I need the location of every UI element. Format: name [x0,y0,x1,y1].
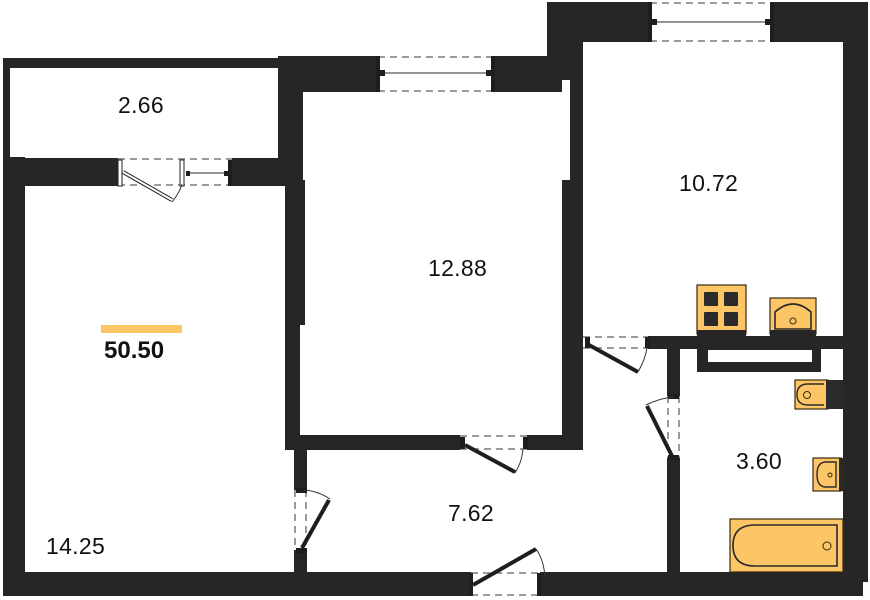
total-area-label: 50.50 [104,337,165,364]
room-fills [10,42,843,572]
room-area-hallway: 7.62 [448,500,494,526]
living-room-floor [25,186,285,572]
hallway-floor [307,450,667,572]
counter-ledge-gap [708,350,812,362]
wall-hall-bath-lower [667,458,680,580]
balcony-floor [10,68,278,157]
bathroom-door [645,394,680,460]
window-bedroom [376,56,495,92]
toilet-icon [794,379,843,410]
bathtub-icon [729,518,844,573]
stove-icon [696,284,747,336]
wall-right-outer [843,2,868,582]
wall-kitchen-shoulder [547,2,583,92]
living-room-door [294,488,331,553]
wall-living-bedroom-thick [285,180,305,325]
wall-balcony-bottom-left [3,158,118,186]
wall-living-hall-upper [294,450,307,490]
room-area-living-room: 14.25 [46,533,106,559]
wall-living-bedroom-step [285,325,294,435]
room-area-bedroom: 12.88 [428,255,488,281]
wall-bedroom-kitchen-inner [570,80,583,450]
washbasin-icon [812,457,843,492]
balcony-door [117,158,232,203]
wall-bedroom-bottom-left [285,435,460,450]
wall-hall-bath-upper [667,336,680,396]
bedroom-wall-step [562,80,570,180]
total-area-accent-bar [101,325,182,333]
window-kitchen [648,2,774,42]
kitchen-sink-icon [769,297,817,336]
wall-balcony-top [3,58,303,68]
room-area-bathroom: 3.60 [736,448,782,474]
bedroom-door [460,435,528,474]
kitchen-door [583,336,650,374]
bathroom-corner-floor-right [821,349,843,372]
walls [3,2,868,596]
wall-left-outer [3,58,25,596]
bedroom-floor [305,92,562,435]
wall-bedroom-bottom-right [527,435,583,450]
wall-bedroom-top-left [278,56,378,92]
room-area-kitchen: 10.72 [679,170,739,196]
room-area-balcony: 2.66 [118,92,164,118]
entrance-door [469,547,546,596]
bathroom-corner-floor [680,349,697,372]
wall-bottom-left [3,572,471,596]
bedroom-wall-step-lower [562,325,570,450]
wall-bottom-right [540,572,863,596]
